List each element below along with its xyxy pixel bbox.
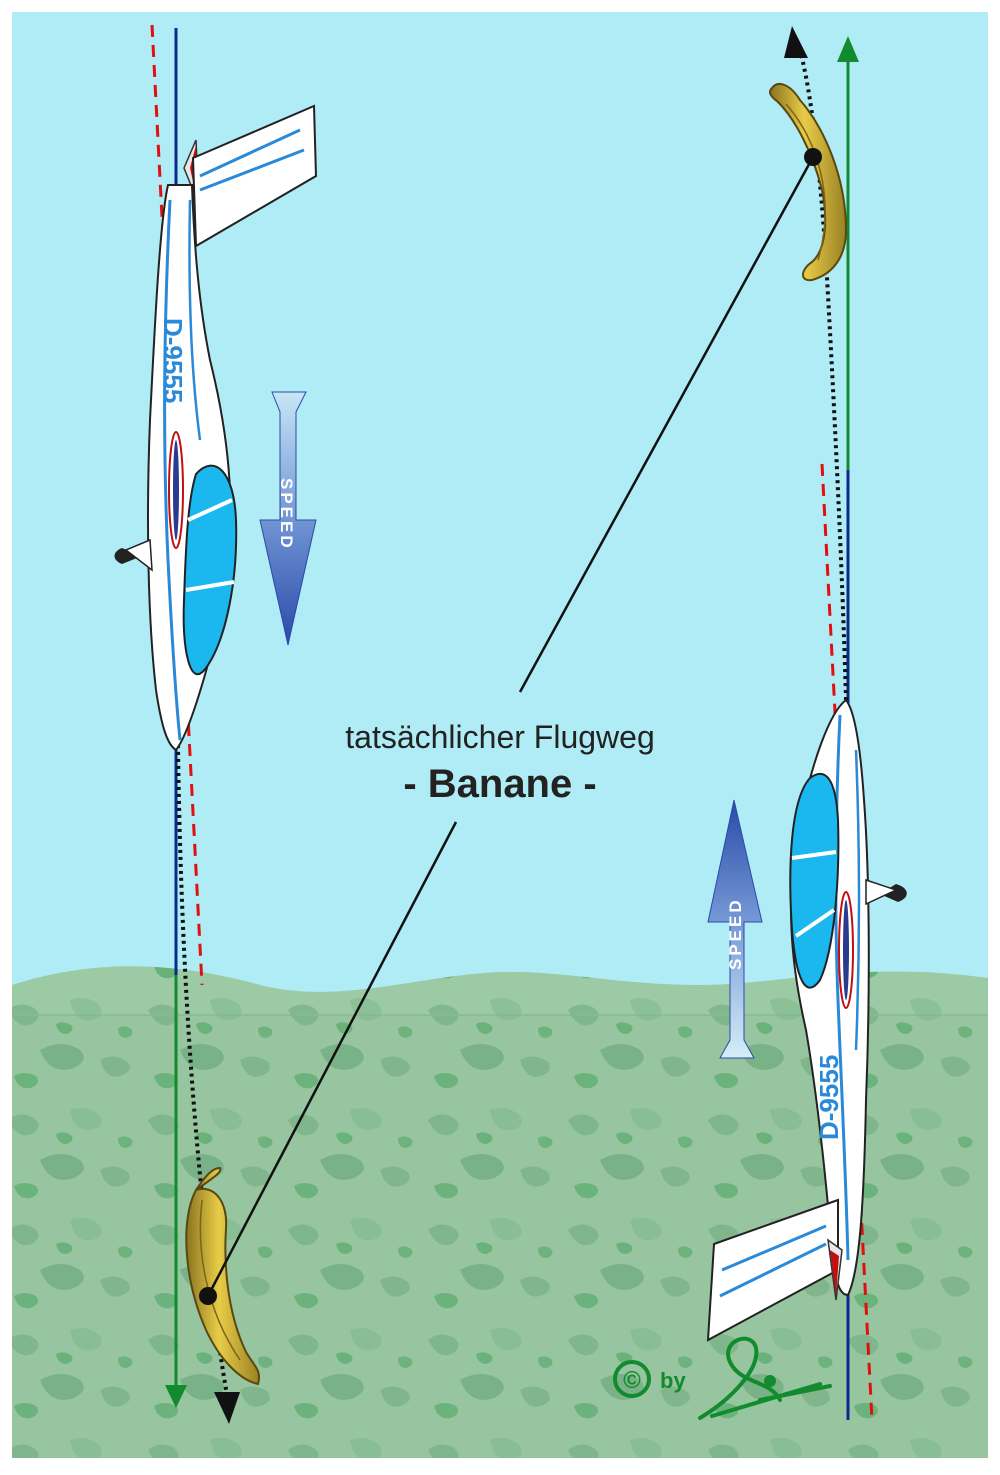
copyright-icon <box>613 1360 651 1398</box>
glider-registration-right: D-9555 <box>814 1055 844 1140</box>
credit: © by <box>613 1336 832 1420</box>
speed-label-right: SPEED <box>726 897 745 970</box>
credit-by: by <box>660 1368 686 1393</box>
actual-path-right-arrowhead <box>784 26 808 58</box>
intended-path-left-arrowhead <box>165 1385 187 1408</box>
glider-icon: D-9555 <box>114 104 318 752</box>
speed-label-left: SPEED <box>277 478 296 551</box>
signature-icon <box>698 1336 832 1420</box>
actual-path-left-arrowhead <box>214 1392 240 1424</box>
banana-icon <box>185 1166 260 1386</box>
glider-icon: D-9555 <box>706 698 907 1342</box>
arrow-down-icon: SPEED <box>259 391 317 646</box>
terrain <box>12 966 988 1458</box>
caption-line2: - Banane - <box>403 762 596 806</box>
copyright-symbol: © <box>623 1367 641 1394</box>
leader-line-top <box>518 156 815 693</box>
arrow-up-icon: SPEED <box>707 799 763 1059</box>
actual-path-right <box>798 49 848 701</box>
glider-registration-left: D-9555 <box>158 318 188 403</box>
intended-path-right-arrowhead <box>837 36 859 62</box>
caption-line1: tatsächlicher Flugweg <box>345 719 654 755</box>
leader-line-bottom <box>206 821 458 1297</box>
